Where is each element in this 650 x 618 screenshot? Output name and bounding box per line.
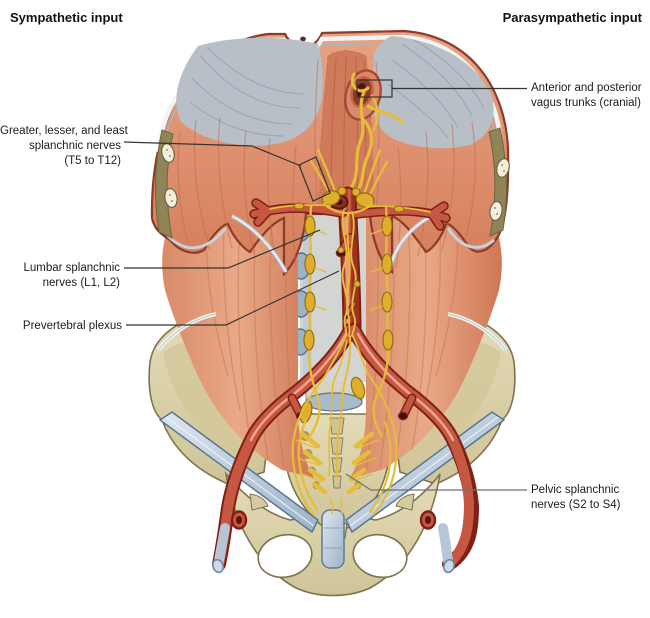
leader-lumbar-splanchnic xyxy=(124,229,321,269)
hypogastric-plexus xyxy=(300,335,391,479)
vagus-trunks xyxy=(350,72,404,192)
label-greater-splanchnic: Greater, lesser, and least splanchnic ne… xyxy=(0,125,128,167)
leader-vagus-trunks xyxy=(356,79,527,98)
nerves xyxy=(269,72,431,516)
label-lumbar-splanchnic: Lumbar splanchnic nerves (L1, L2) xyxy=(23,262,120,289)
sternal-notch-dot xyxy=(300,36,306,42)
celiac-plexus xyxy=(269,186,431,215)
sacral-nerves xyxy=(291,412,398,516)
leader-prevertebral-plexus xyxy=(126,270,340,326)
leader-pelvic-splanchnic xyxy=(345,473,527,491)
rib-sections xyxy=(154,127,510,239)
label-prevertebral-plexus: Prevertebral plexus xyxy=(22,320,122,332)
label-pelvic-splanchnic: Pelvic splanchnic nerves (S2 to S4) xyxy=(531,484,621,511)
title-sympathetic-input: Sympathetic input xyxy=(10,10,123,25)
callouts xyxy=(123,79,527,491)
prevertebral-plexus-nerves xyxy=(337,209,361,337)
label-vagus-trunks: Anterior and posterior vagus trunks (cra… xyxy=(531,82,642,109)
leader-greater-splanchnic xyxy=(123,141,331,202)
sympathetic-trunks xyxy=(299,204,394,438)
title-parasympathetic-input: Parasympathetic input xyxy=(502,10,642,25)
pubic-symphysis xyxy=(321,509,345,569)
